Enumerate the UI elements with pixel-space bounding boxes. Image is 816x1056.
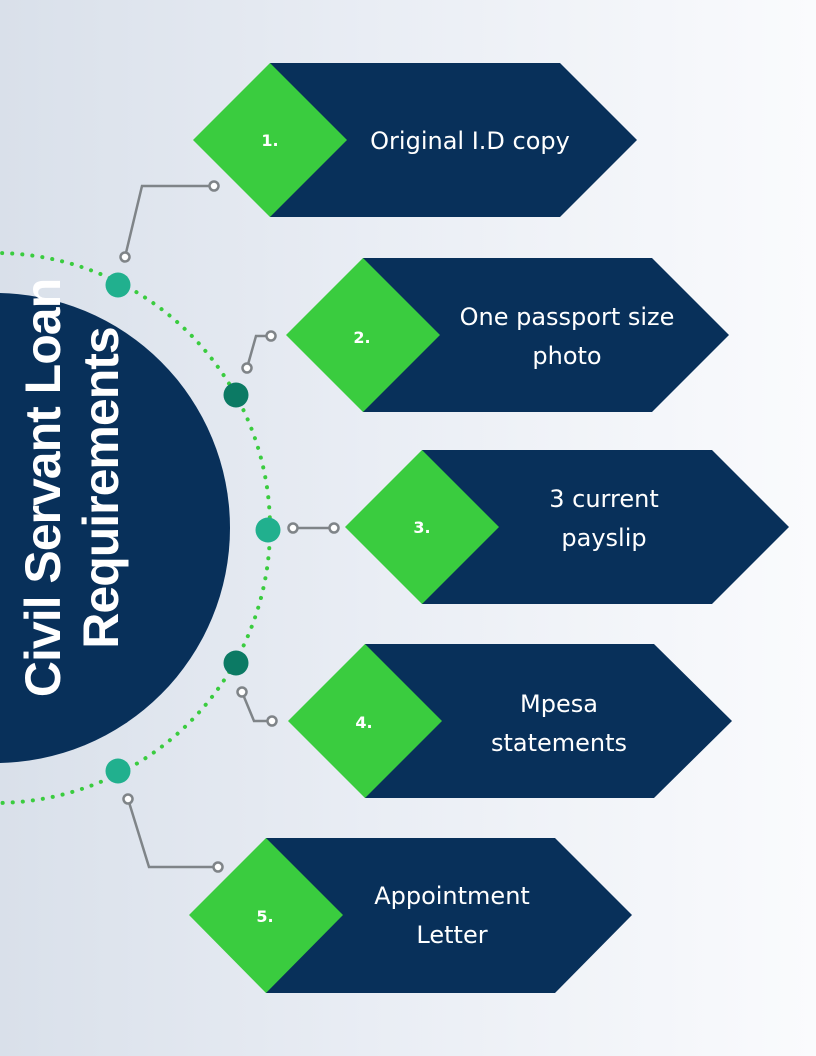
item-banner-1 — [270, 63, 637, 217]
item-label-3: 3 current payslip — [489, 480, 719, 558]
ring-marker-2 — [223, 382, 249, 408]
item-banner-4 — [365, 644, 732, 798]
item-diamond-3 — [345, 450, 499, 604]
connector-1 — [119, 180, 220, 263]
item-label-5: Appointment Letter — [337, 877, 567, 955]
item-label-4-line-1: Mpesa — [520, 690, 598, 718]
connector-3 — [287, 522, 340, 534]
item-label-1: Original I.D copy — [355, 122, 585, 161]
item-number-4: 4. — [355, 713, 373, 732]
item-label-5-line-1: Appointment — [374, 882, 530, 910]
item-label-1-line-1: Original I.D copy — [370, 127, 570, 155]
title-circle — [0, 293, 230, 763]
connector-5 — [122, 793, 224, 873]
item-diamond-5 — [189, 838, 343, 993]
connector-4 — [236, 686, 278, 727]
item-banner-5 — [266, 838, 632, 993]
title-line-1: Civil Servant Loan — [15, 278, 71, 698]
item-number-5: 5. — [256, 907, 274, 926]
title-line-2: Requirements — [73, 327, 129, 649]
diagram-title: Civil Servant Loan Requirements — [14, 279, 130, 697]
ring-marker-5 — [105, 758, 131, 784]
item-label-5-line-2: Letter — [416, 921, 488, 949]
item-label-4: Mpesa statements — [444, 685, 674, 763]
item-label-2-line-1: One passport size — [459, 303, 675, 331]
item-label-2-line-2: photo — [532, 342, 602, 370]
item-banner-2 — [363, 258, 729, 412]
connector-2 — [241, 330, 277, 374]
ring-marker-4 — [223, 650, 249, 676]
item-label-2: One passport size photo — [452, 298, 682, 376]
item-banner-3 — [422, 450, 789, 604]
item-label-3-line-2: payslip — [561, 524, 647, 552]
item-diamond-2 — [286, 258, 440, 412]
item-label-3-line-1: 3 current — [549, 485, 659, 513]
item-diamond-4 — [288, 644, 442, 798]
item-diamond-1 — [193, 63, 347, 217]
item-label-4-line-2: statements — [490, 729, 628, 757]
ring-marker-1 — [105, 272, 131, 298]
ring-marker-3 — [255, 517, 281, 543]
item-number-1: 1. — [261, 131, 279, 150]
item-number-2: 2. — [353, 328, 371, 347]
item-number-3: 3. — [413, 518, 431, 537]
